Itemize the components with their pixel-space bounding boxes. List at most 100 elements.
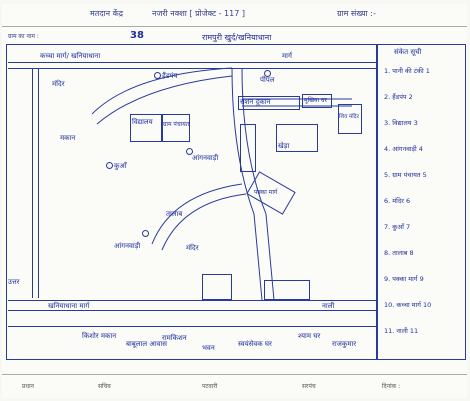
well-icon bbox=[106, 162, 113, 169]
form-number: 38 bbox=[130, 30, 144, 41]
footer-divider bbox=[2, 374, 467, 375]
panchayat-label: ग्राम पंचायत bbox=[163, 121, 190, 128]
temple-2-label: मंदिर bbox=[186, 244, 199, 252]
legend-item-code: 8 bbox=[409, 249, 414, 257]
bottom-house-3: रामकिशन bbox=[162, 334, 187, 342]
legend-item-code: 1 bbox=[425, 67, 430, 75]
anganwadi-icon bbox=[186, 148, 193, 155]
legend-item-code: 3 bbox=[413, 119, 418, 127]
legend-item: 10. कच्चा मार्ग 10 bbox=[384, 300, 431, 309]
bottom-road-line2 bbox=[8, 310, 376, 311]
legend-item-code: 7 bbox=[405, 223, 411, 231]
legend-item-code: 9 bbox=[419, 275, 424, 283]
legend-item-number: 5. bbox=[384, 171, 393, 179]
legend-item-text: ग्राम पंचायत bbox=[392, 171, 423, 179]
legend-item-text: नाली bbox=[396, 327, 410, 335]
nali-label: नाली bbox=[322, 302, 335, 310]
legend-item-text: हैंडपंप bbox=[392, 93, 409, 101]
legend-item-text: आंगनवाड़ी bbox=[392, 145, 419, 153]
legend-item-number: 3. bbox=[384, 119, 393, 127]
legend-item-code: 10 bbox=[423, 301, 432, 309]
legend-frame bbox=[376, 44, 466, 360]
map-frame bbox=[6, 44, 378, 360]
ration-box bbox=[238, 96, 300, 110]
legend-item-text: विद्यालय bbox=[392, 119, 414, 127]
pipal-label: पीपल bbox=[260, 76, 275, 84]
mukhiya-label: मुखिया घर bbox=[304, 97, 327, 104]
legend-item-number: 6. bbox=[384, 197, 393, 205]
legend-item: 7. कुआँ 7 bbox=[384, 222, 410, 231]
road-network bbox=[91, 67, 352, 301]
legend-item: 5. ग्राम पंचायत 5 bbox=[384, 170, 427, 179]
legend-item-text: पक्का मार्ग bbox=[392, 275, 420, 283]
footer-3: पटवारी bbox=[202, 383, 218, 390]
footer-2: सचिव bbox=[98, 383, 111, 390]
legend-title: संकेत सूची bbox=[394, 48, 422, 56]
legend-item: 4. आंगनवाड़ी 4 bbox=[384, 144, 423, 153]
legend-item: 8. तालाब 8 bbox=[384, 248, 414, 257]
legend-item: 3. विद्यालय 3 bbox=[384, 118, 418, 127]
legend-item-text: पानी की टंकी bbox=[392, 67, 426, 75]
legend-item-number: 1. bbox=[384, 67, 393, 75]
bottom-house-7: राजकुमार bbox=[332, 340, 357, 348]
talab-label: तालाब bbox=[166, 210, 183, 218]
kheda-box bbox=[276, 124, 318, 152]
hand-pump-icon bbox=[154, 72, 161, 79]
legend-item: 1. पानी की टंकी 1 bbox=[384, 66, 430, 75]
legend-item-number: 4. bbox=[384, 145, 393, 153]
school-box bbox=[130, 114, 162, 142]
house1-label: मकान bbox=[60, 134, 76, 142]
legend-item-number: 7. bbox=[384, 223, 393, 231]
bottom-house-5: स्वयंसेवक घर bbox=[238, 340, 272, 348]
kheda-label: खेड़ा bbox=[278, 142, 290, 150]
legend-item-text: मंदिर bbox=[392, 197, 407, 205]
shiv-mandir-box bbox=[338, 104, 362, 134]
mukhiya-box bbox=[302, 94, 332, 108]
legend-item-number: 9. bbox=[384, 275, 393, 283]
legend-item-number: 8. bbox=[384, 249, 393, 257]
form-label: ग्राम का नाम : bbox=[8, 33, 39, 40]
village-number-label: ग्राम संख्या :- bbox=[337, 9, 376, 18]
legend-item-number: 2. bbox=[384, 93, 393, 101]
bottom-house-2: बाबूलाल आवास bbox=[126, 340, 167, 348]
top-road-line2 bbox=[8, 68, 376, 69]
legend-item: 6. मंदिर 6 bbox=[384, 196, 410, 205]
top-road-label: कच्चा मार्ग/ खनियाधाना bbox=[40, 52, 101, 60]
school-label: विद्यालय bbox=[132, 118, 153, 126]
anganwadi-label: आंगनवाड़ी bbox=[192, 154, 219, 162]
legend-item-code: 2 bbox=[408, 93, 413, 101]
bottom-road-line1 bbox=[8, 300, 376, 301]
header-left-label: मतदान केंद्र bbox=[90, 9, 124, 18]
shiv-mandir-label: शिव मंदिर bbox=[339, 114, 359, 120]
well-label: कुआँ bbox=[114, 162, 127, 170]
legend-item-number: 10. bbox=[384, 301, 397, 309]
legend-item-text: तालाब bbox=[392, 249, 410, 257]
ration-label: राशन दुकान bbox=[240, 98, 271, 106]
footer-4: सरपंच bbox=[302, 383, 316, 390]
pipal-icon bbox=[264, 70, 271, 77]
north-mark-label: उत्तर bbox=[8, 278, 20, 286]
legend-item-code: 11 bbox=[409, 327, 419, 335]
left-road-line1 bbox=[32, 68, 33, 298]
bottom-row-line bbox=[8, 326, 376, 327]
bottom-house-4: भवन bbox=[202, 344, 215, 352]
legend-item-text: कुआँ bbox=[392, 223, 406, 231]
hand-pump-label: हैंडपंप bbox=[162, 72, 178, 80]
anganwadi-2-label: आंगनवाड़ी bbox=[114, 242, 141, 250]
header-title: नजरी नक्शा [ प्रोजेक्ट - 117 ] bbox=[152, 9, 245, 18]
legend-item-code: 4 bbox=[418, 145, 423, 153]
bottom-road-label: खनियाधाना मार्ग bbox=[48, 302, 90, 310]
vertical-building bbox=[240, 124, 256, 172]
bottom-house-1: किशोर मकान bbox=[82, 332, 117, 340]
building-bottom bbox=[202, 274, 232, 300]
legend-item: 11. नाली 11 bbox=[384, 326, 418, 335]
temple-label: मंदिर bbox=[52, 80, 65, 88]
top-road-line1 bbox=[8, 62, 376, 63]
map-sheet: मतदान केंद्र नजरी नक्शा [ प्रोजेक्ट - 11… bbox=[2, 4, 467, 398]
side-road-label: मार्ग bbox=[282, 52, 292, 60]
legend-item: 9. पक्का मार्ग 9 bbox=[384, 274, 424, 283]
legend-item-code: 6 bbox=[406, 197, 411, 205]
footer-1: प्रधान bbox=[22, 383, 34, 390]
legend-item: 2. हैंडपंप 2 bbox=[384, 92, 413, 101]
legend-item-text: कच्चा मार्ग bbox=[396, 301, 424, 309]
